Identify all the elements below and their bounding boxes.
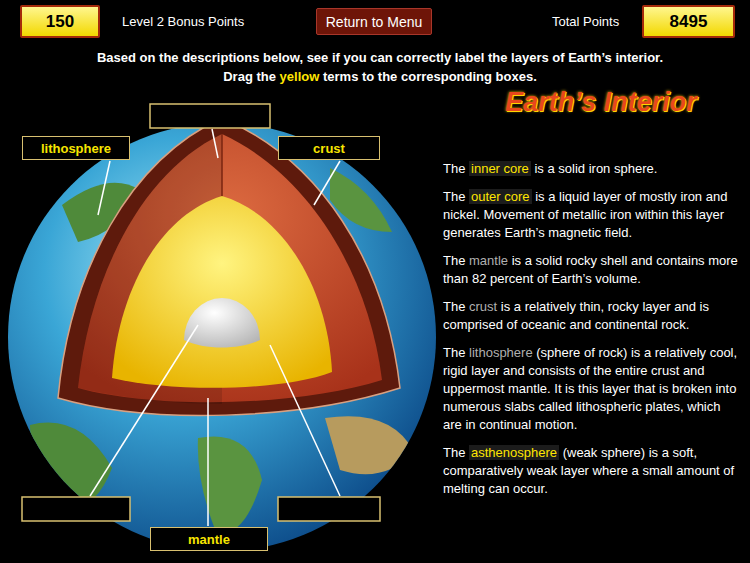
text: terms to the corresponding boxes. xyxy=(323,69,537,84)
bonus-points-box: 150 xyxy=(20,5,100,38)
text: The xyxy=(443,299,465,314)
description: Thelithosphere(sphere of rock) is a rela… xyxy=(443,344,738,434)
answer-box: mantle xyxy=(150,527,268,551)
description: Theouter coreis a liquid layer of mostly… xyxy=(443,188,738,242)
term: mantle xyxy=(469,253,508,268)
text: Based on the descriptions below, see if … xyxy=(97,50,663,65)
cutaway xyxy=(58,118,400,415)
continent xyxy=(30,423,112,507)
leader-lines xyxy=(90,129,340,526)
text: is a solid iron sphere. xyxy=(534,161,657,176)
term: asthenosphere xyxy=(469,445,559,460)
term: yellow xyxy=(280,69,320,84)
description: Thecrustis a relatively thin, rocky laye… xyxy=(443,298,738,334)
cut-edge xyxy=(221,134,223,200)
screen-title: Earth’s Interior xyxy=(466,86,736,118)
text: The xyxy=(443,161,465,176)
instructions: Based on the descriptions below, see if … xyxy=(20,49,740,66)
crust-cut xyxy=(58,118,400,415)
box-text: Return to Menu xyxy=(326,14,423,30)
instructions: Drag the yellowterms to the corresponding… xyxy=(20,68,740,85)
term: lithosphere xyxy=(469,345,533,360)
leader-line xyxy=(207,398,209,526)
answer-box xyxy=(150,104,270,128)
text: The xyxy=(443,445,465,460)
continent xyxy=(325,416,414,474)
box-text: mantle xyxy=(188,532,230,547)
leader-line xyxy=(90,325,198,496)
text: The xyxy=(443,345,465,360)
answer-box: lithosphere xyxy=(22,136,130,160)
menu-button: Return to Menu xyxy=(316,8,432,35)
inner-core xyxy=(184,298,260,348)
box-text: lithosphere xyxy=(41,141,111,156)
description: Themantleis a solid rocky shell and cont… xyxy=(443,252,738,288)
text: The xyxy=(443,189,465,204)
box-text: 150 xyxy=(46,12,74,32)
text: The xyxy=(443,253,465,268)
term: outer core xyxy=(469,189,532,204)
leader-line xyxy=(98,161,110,215)
term: crust xyxy=(469,299,497,314)
answer-box: crust xyxy=(278,136,380,160)
answer-box xyxy=(22,497,130,521)
outer-core xyxy=(112,196,332,388)
total-points-box: 8495 xyxy=(642,5,735,38)
box-text: 8495 xyxy=(670,12,708,32)
description: The inner coreis a solid iron sphere. xyxy=(443,160,738,178)
leader-line xyxy=(314,161,340,205)
leader-line xyxy=(270,345,340,496)
description: Theasthenosphere(weak sphere) is a soft,… xyxy=(443,444,738,498)
box-text: crust xyxy=(313,141,345,156)
answer-box xyxy=(278,497,380,521)
leader-line xyxy=(212,129,218,158)
text: Drag the xyxy=(223,69,276,84)
term: inner core xyxy=(469,161,531,176)
score-caption: Total Points xyxy=(552,14,619,30)
empty-answer-boxes xyxy=(22,104,380,521)
score-caption: Level 2 Bonus Points xyxy=(122,14,244,30)
